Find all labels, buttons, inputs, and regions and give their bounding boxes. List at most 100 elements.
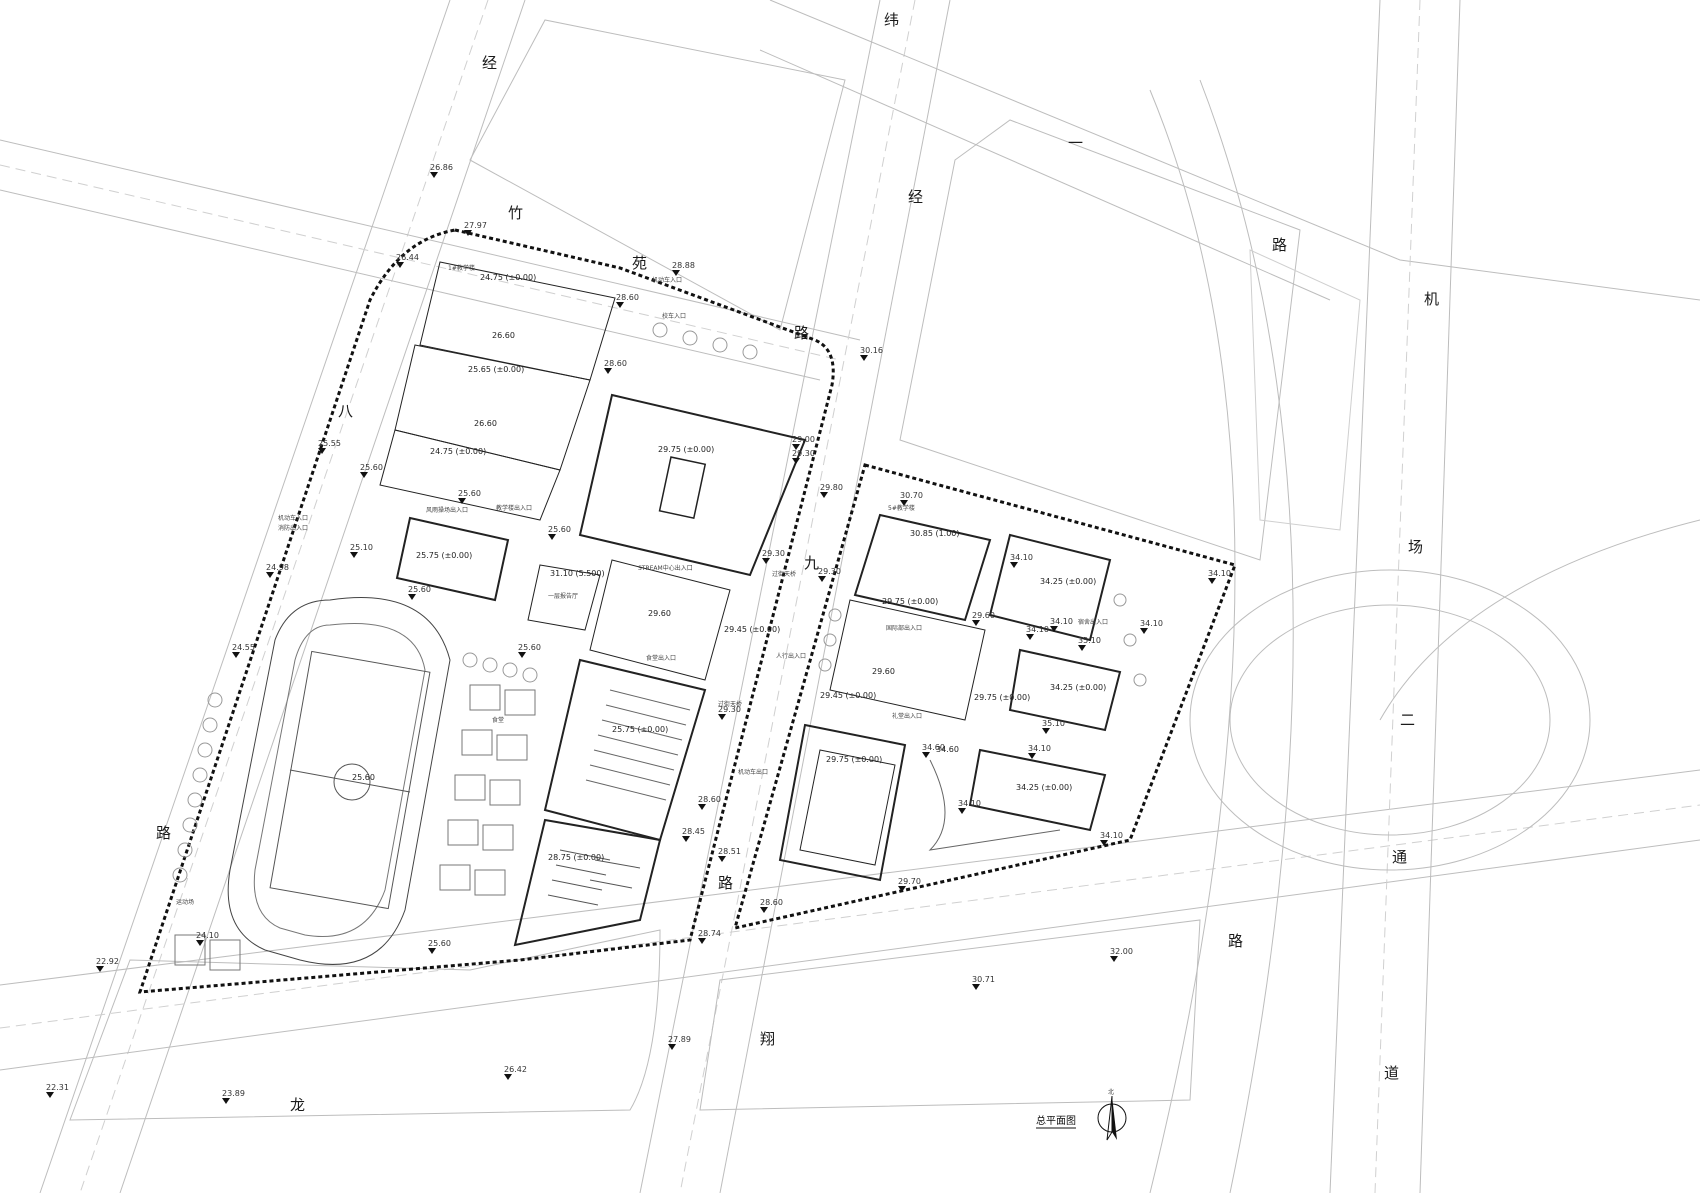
bld-elev: 26.60 (492, 331, 515, 340)
level-marker: 28.60 (616, 293, 639, 308)
road-char: 翔 (760, 1030, 775, 1048)
road-char: 竹 (508, 204, 523, 222)
svg-text:29.60: 29.60 (972, 611, 995, 620)
road-labels: 纬 一 路 经 经 竹 苑 路 八 路 九 路 翔 路 龙 机 场 二 通 道 (156, 11, 1439, 1114)
auditorium (513, 818, 662, 947)
svg-text:34.10: 34.10 (1010, 553, 1033, 562)
jiujing-road-edge-e (719, 0, 951, 1193)
football-field (269, 650, 431, 910)
svg-text:25.55: 25.55 (318, 439, 341, 448)
level-marker: 34.60 (922, 743, 945, 758)
svg-text:29.30: 29.30 (818, 567, 841, 576)
road-char: 路 (794, 324, 809, 342)
stream-center (578, 393, 807, 577)
level-marker: 25.60 (458, 489, 481, 504)
tag: 风雨操场出入口 (426, 506, 468, 514)
svg-text:25.10: 25.10 (350, 543, 373, 552)
svg-text:25.60: 25.60 (408, 585, 431, 594)
longxiang-road-edge-n (0, 769, 1700, 986)
road-char: 九 (804, 554, 819, 572)
dorm-3 (968, 748, 1107, 832)
level-marker: 29.00 (792, 435, 815, 450)
svg-text:26.42: 26.42 (504, 1065, 527, 1074)
jiujing-road-center (679, 0, 916, 1193)
dorm-1 (988, 533, 1112, 642)
svg-text:27.97: 27.97 (464, 221, 487, 230)
level-marker: 25.10 (350, 543, 373, 558)
tag: 过街天桥 (718, 700, 742, 708)
level-marker: 28.45 (682, 827, 705, 842)
site-boundaries (137, 228, 1237, 994)
svg-text:28.60: 28.60 (698, 795, 721, 804)
zhuyuan-road-edge-s (0, 189, 821, 381)
tag: 人行出入口 (776, 652, 806, 660)
level-marker: 30.16 (860, 346, 883, 361)
svg-text:28.88: 28.88 (672, 261, 695, 270)
lecture-hall (527, 564, 601, 631)
level-marker: 26.42 (504, 1065, 527, 1080)
level-marker: 34.10 (1010, 553, 1033, 568)
level-marker: 34.10 (958, 799, 981, 814)
bajing-road-center (79, 0, 489, 1193)
level-marker: 29.30 (792, 449, 815, 464)
interchange-ramp (1149, 89, 1236, 1193)
svg-text:23.89: 23.89 (222, 1089, 245, 1098)
level-marker: 28.88 (672, 261, 695, 276)
bld-elev: 25.75 (±0.00) (612, 725, 668, 734)
svg-text:28.60: 28.60 (604, 359, 627, 368)
svg-text:25.60: 25.60 (548, 525, 571, 534)
tag: 国际部出入口 (886, 624, 922, 632)
bajing-road-edge-e (119, 0, 526, 1193)
gym-seat-rows (585, 689, 691, 801)
tag: 宿舍出入口 (1078, 618, 1108, 626)
svg-text:29.00: 29.00 (792, 435, 815, 444)
level-marker: 29.30 (762, 549, 785, 564)
level-markers: 26.86 27.97 26.44 28.88 28.60 28.60 30.1… (46, 163, 1231, 1104)
jiujing-road-edge-w (639, 0, 881, 1193)
level-marker: 25.60 (408, 585, 431, 600)
svg-text:25.60: 25.60 (458, 489, 481, 498)
level-marker: 28.60 (698, 795, 721, 810)
bld-elev: 29.60 (648, 609, 671, 618)
svg-text:28.74: 28.74 (698, 929, 721, 938)
level-marker: 25.60 (518, 643, 541, 658)
stream-atrium (658, 456, 707, 520)
road-char: 龙 (290, 1096, 305, 1114)
level-marker: 35.10 (1078, 636, 1101, 651)
auditorium-seats (547, 849, 641, 906)
gym-building (543, 658, 707, 842)
road-char: 八 (338, 402, 353, 420)
tag: 礼堂出入口 (892, 712, 922, 720)
level-marker: 22.92 (96, 957, 119, 972)
tree-row (172, 322, 758, 883)
svg-text:27.89: 27.89 (668, 1035, 691, 1044)
level-marker: 28.60 (604, 359, 627, 374)
svg-text:35.10: 35.10 (1042, 719, 1065, 728)
auditorium-east-inner (799, 749, 896, 866)
level-marker: 28.51 (718, 847, 741, 862)
level-marker: 28.60 (760, 898, 783, 913)
road-char: 路 (156, 824, 171, 842)
road-char: 机 (1424, 290, 1439, 308)
plan-title: 总平面图 (1036, 1114, 1076, 1127)
zhuyuan-road-edge-n (0, 139, 861, 341)
east-campus-boundary (732, 463, 1237, 931)
airport-road-lane (1374, 0, 1421, 1193)
hatched-area (1249, 249, 1361, 531)
west-campus (172, 261, 807, 971)
svg-text:29.70: 29.70 (898, 877, 921, 886)
svg-text:34.10: 34.10 (1050, 617, 1073, 626)
svg-text:24.98: 24.98 (266, 563, 289, 572)
interchange-ramp-3 (1379, 519, 1700, 721)
level-marker: 26.44 (396, 253, 419, 268)
tag: 1#教学楼 (448, 264, 475, 272)
level-marker: 27.89 (668, 1035, 691, 1050)
block-se (699, 919, 1201, 1111)
bld-elev: 29.45 (±0.00) (724, 625, 780, 634)
tag: 食堂 (492, 716, 504, 724)
road-char: 路 (1228, 932, 1243, 950)
level-marker: 29.30 (818, 567, 841, 582)
block-northeast (899, 119, 1301, 561)
level-marker: 24.55 (232, 643, 255, 658)
